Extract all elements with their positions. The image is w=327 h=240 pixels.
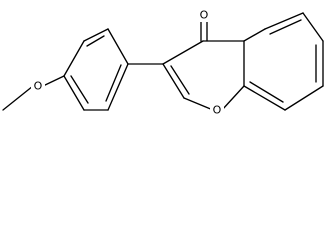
carbonyl-oxygen-background: [197, 8, 211, 22]
bond-pyranone-5: [221, 85, 245, 111]
structure-canvas: O O O: [2, 8, 324, 117]
bond-aryl-3: [63, 40, 85, 77]
bond-aryl-2: [83, 28, 109, 42]
bond-benzo-5: [284, 85, 324, 111]
bond-benzo-inner-3: [249, 81, 284, 103]
bond-pyranone-2: [162, 40, 204, 65]
bond-aryl-inner-1: [86, 35, 105, 47]
bond-aryl-inner-3: [105, 64, 122, 102]
bond-pyranone-3: [162, 63, 185, 99]
bond-benzo-inner-1: [269, 19, 302, 35]
bond-aryl-6: [107, 63, 129, 111]
bond-benzo-6: [243, 85, 286, 111]
bond-aryl-inner-2: [70, 75, 89, 104]
ring-oxygen-label: O: [213, 104, 222, 117]
ring-oxygen-background: [210, 103, 224, 117]
carbonyl-oxygen-label: O: [200, 9, 209, 22]
methoxy-oxygen-label: O: [34, 80, 43, 93]
bond-benzo-1: [243, 28, 266, 42]
methoxy-oxygen-background: [31, 79, 45, 93]
bond-benzo-3: [302, 12, 324, 42]
bond-benzo-2: [264, 12, 304, 30]
bond-aryl-4: [63, 75, 85, 111]
bond-pyranone-4: [183, 97, 214, 111]
bond-methoxy-2: [2, 85, 34, 111]
bond-aryl-1: [107, 28, 129, 65]
bond-methoxy-1: [42, 75, 65, 87]
molecular-structure-diagram: O O O: [2, 8, 324, 117]
bond-pyranone-double: [170, 65, 190, 95]
